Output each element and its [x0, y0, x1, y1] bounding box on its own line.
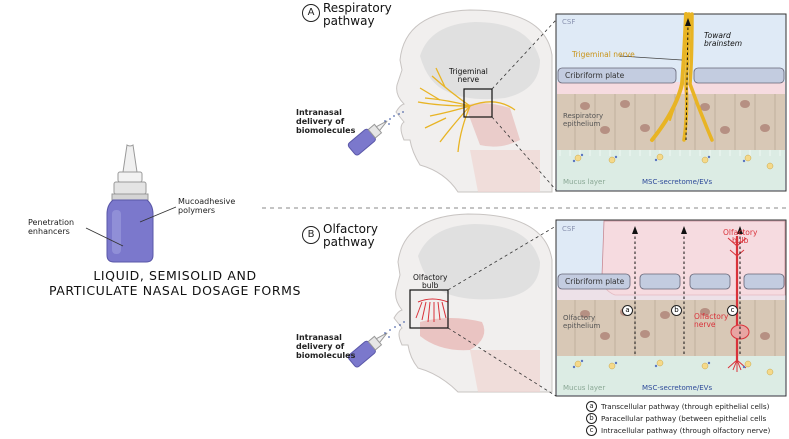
- penetration-line2: enhancers: [28, 227, 70, 236]
- msc-label-a: MSC-secretome/EVs: [642, 178, 713, 186]
- section-a-title-line1: Respiratory: [323, 1, 392, 15]
- section-a-badge: A: [302, 4, 320, 22]
- head-illustration-b: [347, 213, 557, 397]
- penetration-leader: [85, 227, 124, 247]
- resp-epi-line1: Respiratory: [563, 112, 604, 120]
- legend-item-c: c Intracellular pathway (through olfacto…: [586, 425, 786, 436]
- legend-a-badge: a: [586, 401, 597, 412]
- mucus-layer-label-a: Mucus layer: [563, 178, 606, 186]
- legend-item-a: a Transcellular pathway (through epithel…: [586, 401, 786, 412]
- marker-b: b: [671, 305, 682, 316]
- olf-nerve-line2: nerve: [694, 320, 716, 329]
- olfactory-epithelium-label: Olfactory epithelium: [563, 314, 600, 330]
- penetration-line1: Penetration: [28, 218, 75, 227]
- olf-bulb-inset-line1: Olfactory: [723, 228, 758, 237]
- olfactory-bulb-inset-label: Olfactory bulb: [723, 229, 757, 245]
- olfactory-nerve-label: Olfactory nerve: [694, 313, 728, 329]
- olf-epi-line1: Olfactory: [563, 314, 596, 322]
- legend-item-b: b Paracellular pathway (between epitheli…: [586, 413, 786, 424]
- csf-label-a: CSF: [562, 18, 576, 26]
- section-b-title-line1: Olfactory: [323, 222, 379, 236]
- msc-particles-b: [572, 359, 774, 376]
- trigeminal-head-line2: nerve: [457, 75, 480, 84]
- olf-bulb-inset-line2: bulb: [732, 236, 749, 245]
- head-illustration-a: [347, 9, 557, 193]
- toward-line1: Toward: [704, 31, 731, 40]
- trigeminal-nerve-label: Trigeminal nerve: [572, 50, 635, 59]
- delivery-a-line2: delivery of: [296, 117, 345, 126]
- msc-label-b: MSC-secretome/EVs: [642, 384, 713, 392]
- legend-a-text: Transcellular pathway (through epithelia…: [601, 402, 770, 411]
- delivery-a-line3: biomolecules: [296, 126, 356, 135]
- respiratory-epithelium-label: Respiratory epithelium: [563, 112, 603, 128]
- toward-brainstem-label: Toward brainstem: [704, 32, 742, 48]
- cribriform-plate-label-a: Cribriform plate: [565, 71, 625, 80]
- mucus-layer-label-b: Mucus layer: [563, 384, 606, 392]
- inset-panel-a: [555, 12, 787, 192]
- delivery-a-line1: Intranasal: [296, 108, 342, 117]
- section-b-title: Olfactory pathway: [323, 223, 378, 249]
- delivery-b-line2: delivery of: [296, 342, 345, 351]
- section-b-badge: B: [302, 226, 320, 244]
- delivery-label-a: Intranasal delivery of biomolecules: [296, 108, 355, 135]
- dosage-forms-title-line2: PARTICULATE NASAL DOSAGE FORMS: [48, 283, 302, 298]
- olfactory-bulb-head-line1: Olfactory: [413, 273, 448, 282]
- mucoadhesive-label: Mucoadhesive polymers: [178, 197, 235, 215]
- marker-a: a: [622, 305, 633, 316]
- cribriform-plate-label-b: Cribriform plate: [565, 277, 625, 286]
- mucoadhesive-line2: polymers: [178, 206, 216, 215]
- marker-c: c: [727, 305, 738, 316]
- delivery-b-line1: Intranasal: [296, 333, 342, 342]
- delivery-b-line3: biomolecules: [296, 351, 356, 360]
- msc-particles-a: [572, 153, 774, 170]
- olfactory-bulb-head-label: Olfactory bulb: [413, 274, 447, 290]
- legend-b-text: Paracellular pathway (between epithelial…: [601, 414, 767, 423]
- nasal-spray-bottle: [106, 144, 154, 263]
- mucoadhesive-leader: [139, 206, 177, 223]
- zoom-box-a: [463, 88, 493, 118]
- legend-c-badge: c: [586, 425, 597, 436]
- zoom-box-b: [409, 289, 449, 329]
- legend-c-text: Intracellular pathway (through olfactory…: [601, 426, 771, 435]
- legend-b-badge: b: [586, 413, 597, 424]
- olf-epi-line2: epithelium: [563, 322, 601, 330]
- mucoadhesive-line1: Mucoadhesive: [178, 197, 236, 206]
- resp-epi-line2: epithelium: [563, 120, 601, 128]
- penetration-label: Penetration enhancers: [28, 218, 74, 236]
- section-a-title: Respiratory pathway: [323, 2, 392, 28]
- dosage-forms-title-line1: LIQUID, SEMISOLID AND: [93, 268, 257, 283]
- csf-label-b: CSF: [562, 225, 576, 233]
- section-a-title-line2: pathway: [323, 14, 375, 28]
- trigeminal-head-label: Trigeminal nerve: [449, 68, 488, 84]
- olfactory-bulb-head-line2: bulb: [422, 281, 439, 290]
- delivery-label-b: Intranasal delivery of biomolecules: [296, 333, 355, 360]
- trigeminal-head-line1: Trigeminal: [449, 67, 488, 76]
- inset-panel-b: [555, 219, 787, 397]
- section-b-title-line2: pathway: [323, 235, 375, 249]
- olf-nerve-line1: Olfactory: [694, 312, 729, 321]
- toward-line2: brainstem: [704, 39, 743, 48]
